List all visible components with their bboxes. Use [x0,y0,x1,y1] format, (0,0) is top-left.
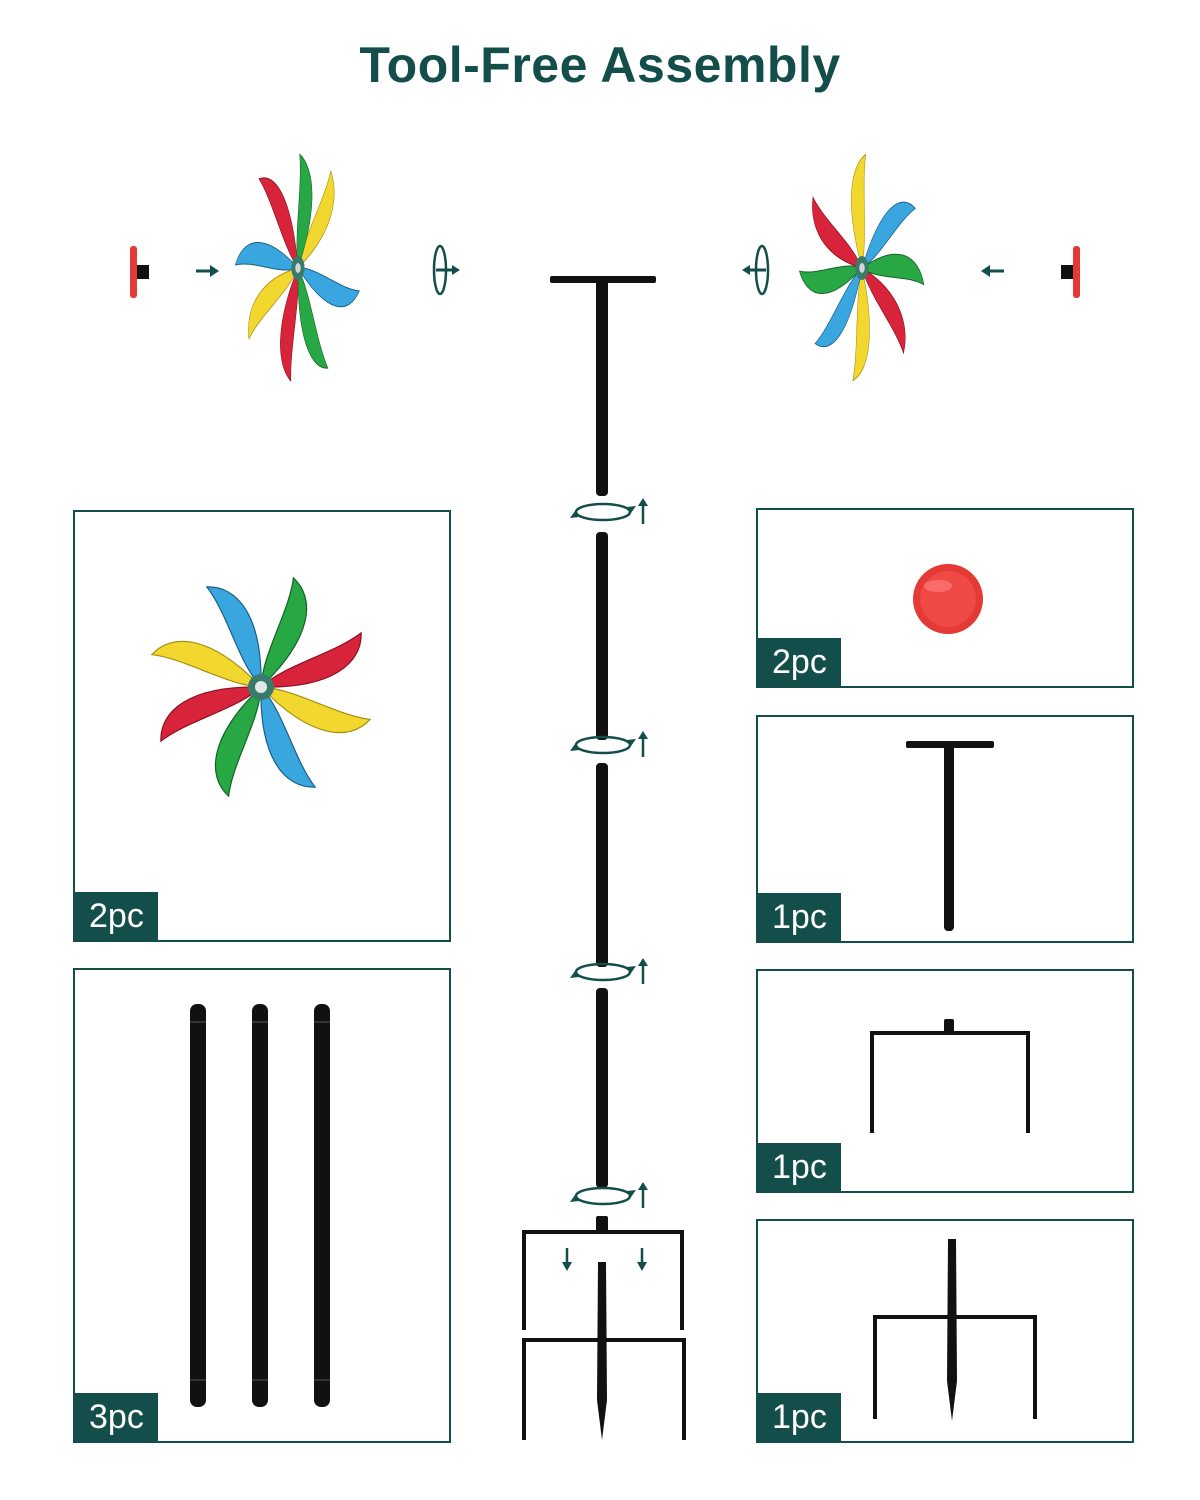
end-cap-panel: 2pc [756,508,1134,688]
pinwheel-side-left-icon [234,153,360,382]
down-arrow-icon [562,1248,647,1271]
pinwheel-front-icon [151,577,371,797]
rotate-connect-icon [568,1180,650,1210]
bracket-panel: 1pc [756,969,1134,1193]
quantity-badge: 1pc [758,893,841,941]
ground-stake-icon [873,1239,1037,1421]
assembled-t-bar-icon [550,276,656,496]
poles-panel: 3pc [73,968,451,1443]
rotate-connect-icon [568,496,650,526]
rotate-connect-icon [568,729,650,759]
end-cap-right-icon [1061,246,1080,298]
red-end-cap-icon [913,564,983,634]
quantity-badge: 3pc [75,1393,158,1441]
t-bar-panel: 1pc [756,715,1134,943]
stake-panel: 1pc [756,1219,1134,1443]
pinwheel-side-right-icon [798,153,925,382]
page-title: Tool-Free Assembly [359,37,841,93]
assembled-pole-2-icon [596,763,608,967]
pole-segments-icon [190,1004,330,1407]
quantity-badge: 1pc [758,1143,841,1191]
end-cap-left-icon [130,246,149,298]
assembled-pole-1-icon [596,532,608,740]
quantity-badge: 2pc [758,638,841,686]
assembled-stake-icon [522,1262,686,1440]
assembled-pole-3-icon [596,988,608,1188]
pinwheel-panel: 2pc [73,510,451,942]
quantity-badge: 1pc [758,1393,841,1441]
u-bracket-icon [870,1019,1030,1133]
assembled-bracket-icon [522,1216,684,1330]
top-t-bar-icon [906,741,994,931]
quantity-badge: 2pc [75,892,158,940]
push-arrow-left-icon [196,265,219,277]
rotate-arrow-left-icon [432,244,460,296]
rotate-connect-icon [568,956,650,986]
rotate-arrow-right-icon [742,244,770,296]
push-arrow-right-icon [981,265,1004,277]
